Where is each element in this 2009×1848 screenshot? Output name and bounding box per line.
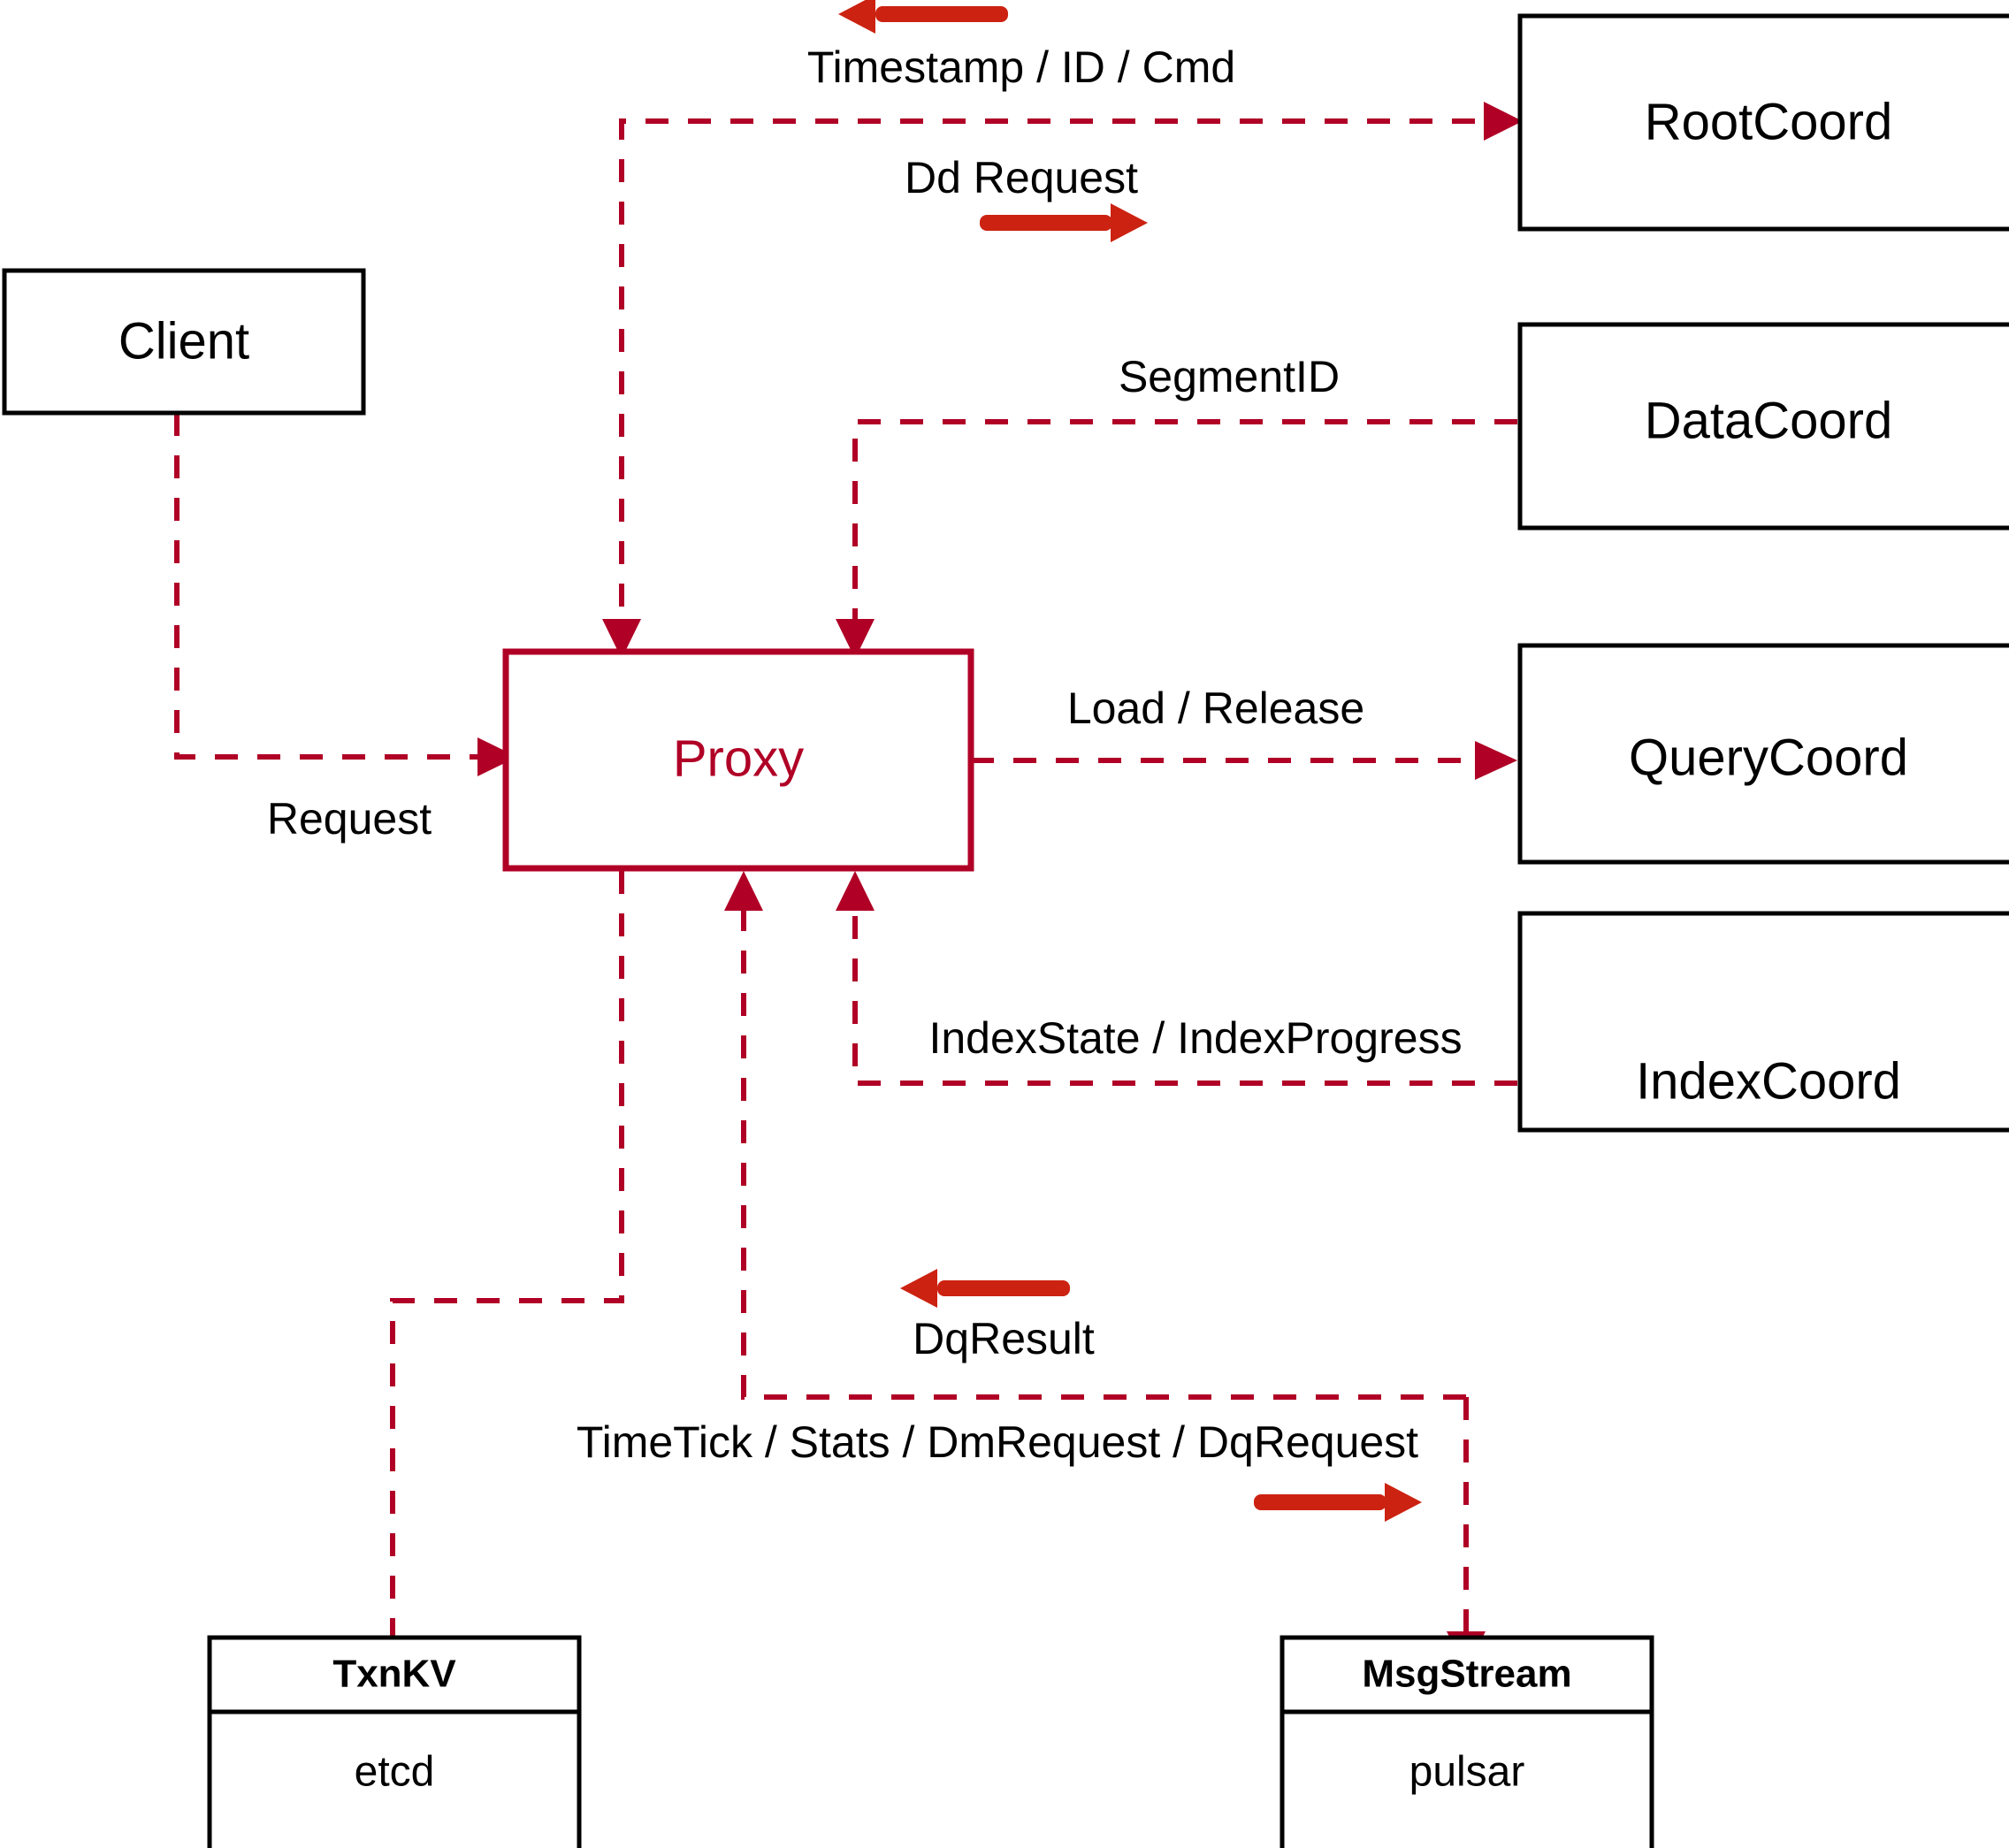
arrowhead-into-proxy-bottom-right [836,871,875,911]
edge-proxy-txnkv [390,871,624,1638]
edge-client-proxy: Request [174,413,517,844]
arrowhead-into-rootcoord [1484,102,1523,141]
flow-arrow-dqresult [900,1269,1070,1308]
edge-label-dqresult: DqResult [913,1314,1095,1363]
edge-label-segmentid: SegmentID [1119,352,1340,401]
node-indexcoord[interactable]: IndexCoord [1517,911,2009,1133]
node-txnkv-header: TxnKV [332,1653,456,1696]
node-datacoord-box[interactable] [1517,322,2009,531]
node-indexcoord-label: IndexCoord [1636,1052,1901,1110]
node-client[interactable]: Client [2,268,366,416]
node-datacoord[interactable]: DataCoord [1517,322,2009,531]
node-client-box[interactable] [2,268,366,416]
edge-label-dd-request: Dd Request [905,153,1138,202]
node-txnkv-body: etcd [355,1749,435,1796]
node-txnkv-box[interactable] [207,1635,582,1848]
arrowhead-into-proxy-bottom-center [724,871,763,911]
edge-label-request: Request [267,794,432,844]
edge-proxy-rootcoord: Dd Request [905,102,1523,202]
node-rootcoord-label: RootCoord [1645,93,1892,150]
edge-rootcoord-proxy: Timestamp / ID / Cmd [602,42,1517,659]
edge-datacoord-proxy: SegmentID [836,352,1517,659]
node-rootcoord[interactable]: RootCoord [1517,13,2009,232]
edge-proxy-msgstream: TimeTick / Stats / DmRequest / DqRequest [577,1397,1486,1669]
node-querycoord-label: QueryCoord [1629,729,1908,786]
edge-label-timestamp-id-cmd: Timestamp / ID / Cmd [807,42,1235,92]
node-client-label: Client [118,312,249,370]
edge-msgstream-proxy: DqResult [724,871,1466,1400]
node-txnkv[interactable]: TxnKV etcd [207,1635,582,1848]
edge-proxy-querycoord: Load / Release [971,683,1517,780]
node-proxy[interactable]: Proxy [502,648,974,872]
edge-indexcoord-proxy: IndexState / IndexProgress [836,871,1517,1086]
arrowhead-into-proxy-left [477,737,517,776]
node-msgstream-header: MsgStream [1362,1653,1571,1696]
node-msgstream-box[interactable] [1279,1635,1654,1848]
edge-label-load-release: Load / Release [1067,683,1364,733]
node-querycoord[interactable]: QueryCoord [1517,643,2009,865]
arrowhead-into-proxy-top-right [836,619,875,659]
node-rootcoord-box[interactable] [1517,13,2009,232]
node-msgstream[interactable]: MsgStream pulsar [1279,1635,1654,1848]
arrowhead-into-querycoord [1475,741,1517,780]
edge-label-timetick-stats-dmrequest-dqrequest: TimeTick / Stats / DmRequest / DqRequest [577,1417,1418,1467]
flow-arrow-dd-request [980,203,1148,242]
node-proxy-label: Proxy [673,729,804,787]
flow-arrow-timestamp [838,0,1008,34]
node-proxy-box[interactable] [502,648,974,872]
node-datacoord-label: DataCoord [1645,392,1892,449]
flow-arrow-dqrequest [1254,1483,1422,1522]
node-msgstream-body: pulsar [1409,1749,1525,1796]
node-indexcoord-box[interactable] [1517,911,2009,1133]
node-querycoord-box[interactable] [1517,643,2009,865]
edge-label-indexstate-indexprogress: IndexState / IndexProgress [928,1013,1462,1063]
arrowhead-into-proxy-top-left [602,619,641,659]
